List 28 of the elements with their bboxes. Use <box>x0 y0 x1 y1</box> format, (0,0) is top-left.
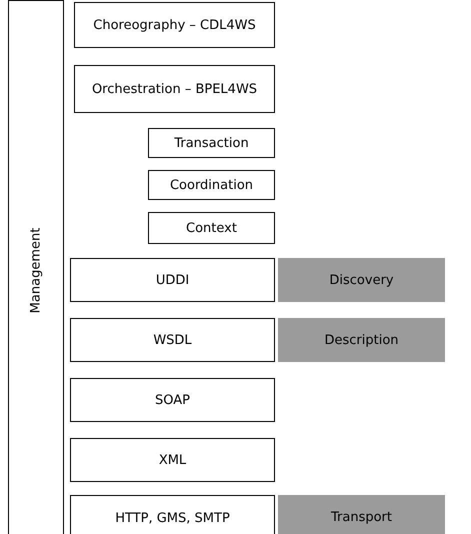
stack-layer <box>70 495 275 534</box>
stack-layer <box>70 318 275 362</box>
layer-label: Choreography – CDL4WS <box>93 18 256 32</box>
category-band <box>278 318 445 362</box>
stack-layer <box>74 65 275 113</box>
category-band <box>278 495 445 534</box>
layer-label: Transaction <box>174 136 249 150</box>
stack-layer <box>148 170 275 200</box>
layer-label: Orchestration – BPEL4WS <box>92 82 258 96</box>
layer-label: XML <box>158 452 186 468</box>
layer-label: WSDL <box>153 332 192 348</box>
layer-label: Context <box>186 220 237 236</box>
category-band <box>278 258 445 302</box>
layer-label: Coordination <box>170 178 254 192</box>
stack-layer <box>8 0 64 534</box>
layer-label: UDDI <box>156 272 190 288</box>
stack-layer <box>148 212 275 244</box>
stack-layer <box>70 378 275 422</box>
layer-label: Transport <box>330 510 392 525</box>
stack-layer <box>148 128 275 158</box>
stack-layer <box>70 438 275 482</box>
stack-layer <box>70 258 275 302</box>
layer-label: HTTP, GMS, SMTP <box>115 510 230 526</box>
layer-label: Discovery <box>329 272 394 288</box>
layer-label: Management <box>28 228 44 314</box>
layer-label: SOAP <box>155 392 190 408</box>
layer-label: Description <box>324 332 399 348</box>
stack-layer <box>74 2 275 48</box>
